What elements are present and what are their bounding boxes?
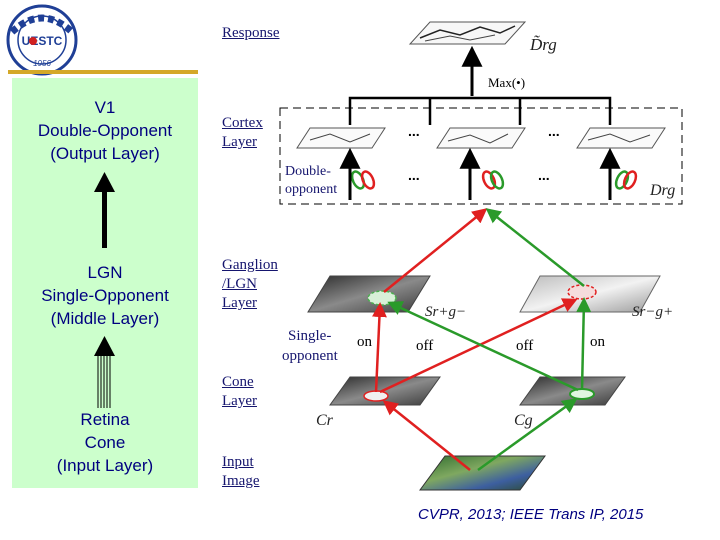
srg-plus-symbol: Sr−g+ bbox=[632, 304, 673, 320]
cone-maps bbox=[329, 376, 626, 406]
arrow-lgn-to-v1 bbox=[94, 172, 115, 248]
cg-symbol: Cg bbox=[514, 412, 533, 429]
response-symbol: D̃rg bbox=[529, 35, 557, 54]
green-cone-on-arrow bbox=[576, 297, 592, 391]
max-bracket bbox=[348, 96, 612, 125]
srg-minus-symbol: Sr+g− bbox=[425, 304, 466, 320]
arrow-retina-to-lgn bbox=[94, 336, 115, 408]
ellipsis-top-1: ... bbox=[408, 123, 420, 139]
citation-text: CVPR, 2013; IEEE Trans IP, 2015 bbox=[418, 506, 644, 523]
cortex-maps bbox=[296, 127, 666, 149]
lgn-red-to-cortex-arrow bbox=[383, 208, 488, 293]
middle-layer-label: LGN Single-Opponent (Middle Layer) bbox=[41, 263, 169, 328]
input-image-thumbnail bbox=[419, 455, 546, 491]
output-layer-label: V1 Double-Opponent (Output Layer) bbox=[37, 98, 173, 163]
logo-year: 1956 bbox=[33, 59, 51, 68]
input-image-label: Input Image bbox=[222, 454, 260, 489]
red-cone-off-arrow bbox=[379, 298, 578, 394]
cr-symbol: Cr bbox=[316, 412, 334, 429]
single-opponent-label-2: opponent bbox=[282, 348, 339, 364]
green-cone-off-arrow bbox=[387, 301, 579, 392]
ellipsis-top-2: ... bbox=[548, 123, 560, 139]
model-figure: D̃rg Max(•) ... ... ... ... Double- oppo… bbox=[279, 21, 683, 491]
ganglion-layer-label: Ganglion /LGN Layer bbox=[222, 257, 278, 311]
cortex-layer-label: Cortex Layer bbox=[222, 115, 263, 150]
cortex-layer-box bbox=[279, 107, 683, 205]
cortex-symbol: Drg bbox=[649, 182, 675, 199]
off-label-left: off bbox=[416, 338, 433, 354]
response-label: Response bbox=[222, 25, 280, 41]
ellipsis-bottom-2: ... bbox=[538, 167, 550, 183]
single-opponent-label-1: Single- bbox=[288, 328, 331, 344]
red-cone-on-arrow bbox=[371, 302, 387, 393]
max-label: Max(•) bbox=[488, 75, 525, 90]
panel-arrows bbox=[94, 172, 115, 408]
logo-text: UESTC bbox=[22, 34, 63, 48]
off-label-right: off bbox=[516, 338, 533, 354]
cone-layer-label: Cone Layer bbox=[222, 374, 257, 409]
response-map bbox=[408, 21, 527, 45]
gold-divider bbox=[8, 70, 198, 74]
university-logo: UESTC 1956 bbox=[6, 4, 78, 76]
double-opponent-label-1: Double- bbox=[285, 164, 331, 179]
input-to-red-cone-arrow bbox=[382, 400, 471, 471]
layer-summary-panel: V1 Double-Opponent (Output Layer) LGN Si… bbox=[12, 78, 198, 488]
input-to-green-cone-arrow bbox=[477, 398, 578, 472]
on-label-right: on bbox=[590, 334, 606, 350]
lgn-green-to-cortex-arrow bbox=[485, 208, 585, 287]
double-opponent-cell-icons bbox=[350, 170, 638, 190]
input-layer-label: Retina Cone (Input Layer) bbox=[56, 410, 154, 475]
double-opponent-label-2: opponent bbox=[285, 182, 337, 197]
ganglion-maps bbox=[307, 275, 661, 313]
ellipsis-bottom-1: ... bbox=[408, 167, 420, 183]
on-label-left: on bbox=[357, 334, 373, 350]
